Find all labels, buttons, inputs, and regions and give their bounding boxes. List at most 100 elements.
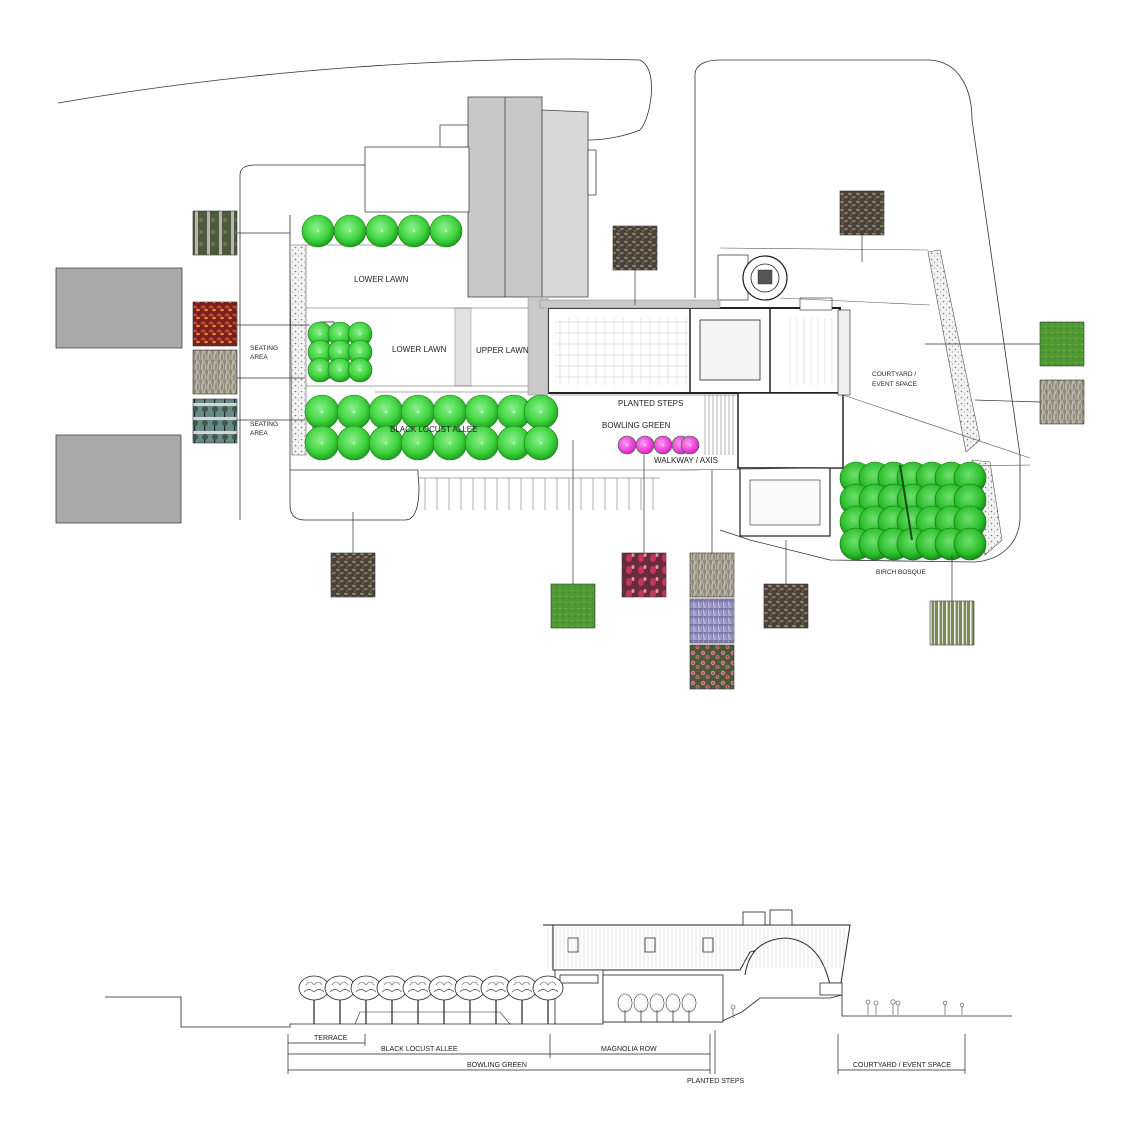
section-tree-crown: [480, 975, 512, 1001]
tree-center-mark: [358, 368, 362, 372]
tree-center-mark: [444, 229, 448, 233]
tree-center-mark: [320, 441, 324, 445]
section-tree-crown: [350, 975, 382, 1001]
section-tree-crown: [298, 975, 330, 1001]
section-figures: [730, 999, 964, 1018]
birch-bosque-canopies: [839, 461, 987, 561]
foliage-swatch-upper-right: [839, 190, 885, 236]
section-label-bowling-green: BOWLING GREEN: [467, 1062, 527, 1069]
tree-center-mark: [320, 410, 324, 414]
magnolia-section-tree: [649, 993, 665, 1013]
site-boundary-lines: [57, 58, 1021, 563]
tree-center-mark: [688, 443, 692, 447]
label-courtyard-line2: EVENT SPACE: [872, 381, 918, 388]
foliage-swatch-bottom-left: [330, 552, 376, 598]
label-seating-area-2-line1: SEATING: [250, 421, 278, 428]
magnolia-section-tree: [681, 993, 697, 1013]
black-locust-section-trees: [298, 975, 697, 1024]
tree-center-mark: [625, 443, 629, 447]
section-tree-crown: [376, 975, 408, 1001]
lavender-swatch: [689, 598, 735, 644]
tree-center-mark: [384, 410, 388, 414]
tree-center-mark: [338, 368, 342, 372]
tree-center-mark: [318, 350, 322, 354]
tree-center-mark: [348, 229, 352, 233]
magnolia-section-tree: [633, 993, 649, 1013]
red-leaf-swatch: [192, 301, 238, 347]
tree-bark-swatch: [192, 210, 238, 256]
pergola-hatch: [424, 395, 734, 510]
tree-center-mark: [416, 410, 420, 414]
section-wall-hatch: [547, 927, 845, 968]
label-seating-area-1-line1: SEATING: [250, 345, 278, 352]
tree-center-mark: [643, 443, 647, 447]
label-seating-area-1-line2: AREA: [250, 354, 268, 361]
birch-canopy: [953, 527, 987, 561]
section-tree-foliage: [459, 981, 481, 993]
tree-center-mark: [416, 441, 420, 445]
section-tree-foliage: [329, 981, 351, 993]
label-lower-lawn-mid: LOWER LAWN: [392, 345, 447, 354]
tree-center-mark: [448, 441, 452, 445]
tree-center-mark: [539, 441, 543, 445]
section-tree-crown: [532, 975, 564, 1001]
label-planted-steps: PLANTED STEPS: [618, 399, 683, 408]
magnolia-swatch: [621, 552, 667, 598]
tree-center-mark: [480, 441, 484, 445]
section-label-terrace: TERRACE: [314, 1035, 348, 1042]
section-tree-crown: [324, 975, 356, 1001]
section-label-black-locust-allee: BLACK LOCUST ALLEE: [381, 1046, 458, 1053]
site-section-elevation: [105, 909, 1012, 1028]
seating-grid: [555, 318, 833, 385]
central-building-footprint: [547, 255, 851, 537]
plant-swatch-images: [192, 190, 1085, 690]
magnolia-section-tree: [665, 993, 681, 1013]
section-tree-foliage: [537, 981, 559, 993]
label-seating-area-2-line2: AREA: [250, 430, 268, 437]
label-upper-lawn: UPPER LAWN: [476, 346, 529, 355]
lawn-swatch-right: [1039, 321, 1085, 367]
tree-center-mark: [480, 410, 484, 414]
tree-center-mark: [661, 443, 665, 447]
section-label-planted-steps: PLANTED STEPS: [687, 1078, 745, 1085]
birch-path: [899, 464, 913, 541]
tree-center-mark: [384, 441, 388, 445]
tree-center-mark: [352, 410, 356, 414]
section-labels: TERRACE BLACK LOCUST ALLEE MAGNOLIA ROW …: [314, 1035, 951, 1085]
ornamental-grass-swatch-right: [1039, 379, 1085, 425]
tree-center-mark: [358, 332, 362, 336]
section-tree-foliage: [355, 981, 377, 993]
section-tree-foliage: [511, 981, 533, 993]
birch-swatch: [929, 600, 975, 646]
tree-center-mark: [318, 368, 322, 372]
label-black-locust-allee: BLACK LOCUST ALLEE: [390, 425, 477, 434]
label-lower-lawn-top: LOWER LAWN: [354, 275, 409, 284]
swatch-leader-line: [974, 399, 1041, 403]
tree-center-mark: [318, 332, 322, 336]
section-tree-foliage: [303, 981, 325, 993]
locust-grove-swatch: [192, 398, 238, 444]
magnolia-section-tree: [617, 993, 633, 1013]
tree-center-mark: [412, 229, 416, 233]
section-tree-crown: [506, 975, 538, 1001]
tree-center-mark: [352, 441, 356, 445]
lawn-swatch-bottom: [550, 583, 596, 629]
tree-canopies-plan: [301, 214, 700, 461]
label-walkway-axis: WALKWAY / AXIS: [654, 456, 718, 465]
label-birch-bosque: BIRCH BOSQUE: [876, 569, 927, 576]
tree-center-mark: [539, 410, 543, 414]
section-tree-foliage: [381, 981, 403, 993]
label-courtyard-line1: COURTYARD /: [872, 371, 916, 378]
section-tree-foliage: [433, 981, 455, 993]
section-label-magnolia-row: MAGNOLIA ROW: [601, 1046, 657, 1053]
section-tree-foliage: [485, 981, 507, 993]
tree-center-mark: [338, 350, 342, 354]
tree-center-mark: [448, 410, 452, 414]
tree-center-mark: [512, 410, 516, 414]
section-tree-crown: [428, 975, 460, 1001]
section-label-courtyard-event-space: COURTYARD / EVENT SPACE: [853, 1062, 951, 1069]
section-tree-crown: [402, 975, 434, 1001]
tree-center-mark: [338, 332, 342, 336]
tree-center-mark: [380, 229, 384, 233]
